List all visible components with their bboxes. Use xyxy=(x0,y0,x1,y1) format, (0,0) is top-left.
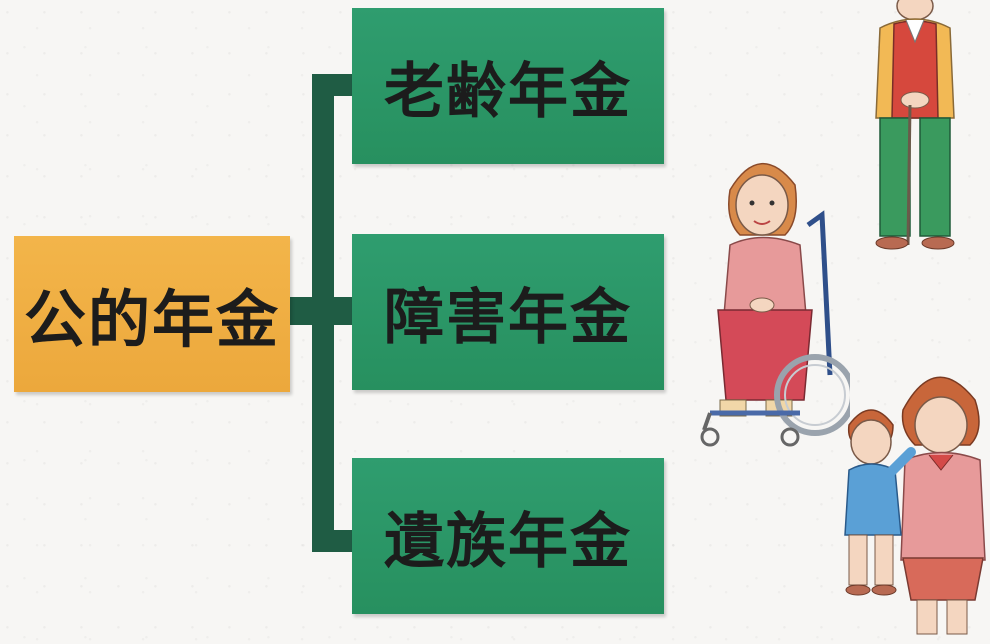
connector-branch-old-age xyxy=(312,74,352,96)
elderly-man-illustration xyxy=(875,0,955,250)
branch-node-label: 遺族年金 xyxy=(384,506,632,577)
branch-node-label: 老齢年金 xyxy=(384,56,632,127)
branch-node-survivors-pension: 遺族年金 xyxy=(352,458,664,614)
child-grandmother-illustration xyxy=(844,376,986,635)
branch-node-old-age-pension: 老齢年金 xyxy=(352,8,664,164)
branch-node-label: 障害年金 xyxy=(384,282,632,353)
connector-trunk xyxy=(312,74,334,552)
root-node-public-pension: 公的年金 xyxy=(14,236,290,392)
branch-node-disability-pension: 障害年金 xyxy=(352,234,664,390)
root-node-label: 公的年金 xyxy=(23,283,280,356)
connector-branch-survivors xyxy=(312,530,352,552)
wheelchair-woman-illustration xyxy=(700,163,850,447)
